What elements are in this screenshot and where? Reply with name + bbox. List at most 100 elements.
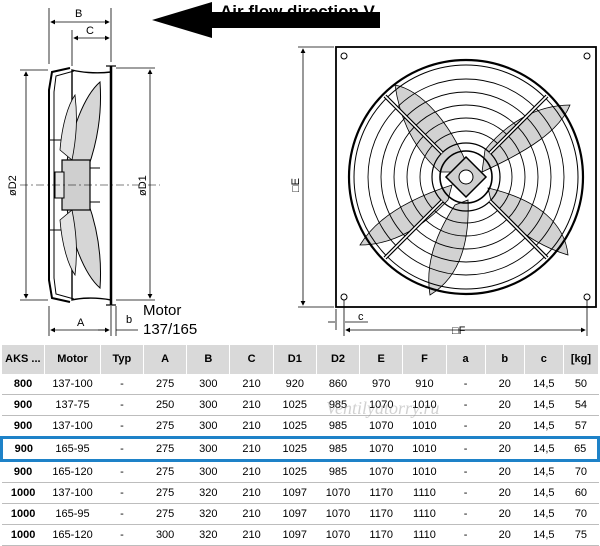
table-cell: 1097: [273, 503, 317, 525]
table-cell: 210: [229, 394, 274, 416]
column-header: B: [186, 345, 231, 374]
table-cell: 1070: [359, 394, 403, 416]
air-flow-arrow: [152, 2, 380, 38]
dimension-label-B: B: [75, 8, 82, 20]
table-cell: 20: [485, 394, 525, 416]
column-header: a: [446, 345, 486, 374]
table-cell: 137-100: [44, 415, 101, 438]
table-cell: 300: [186, 415, 230, 438]
column-header: C: [229, 345, 274, 374]
table-cell: 275: [143, 482, 187, 504]
column-header: Motor: [44, 345, 101, 374]
table-cell: 1070: [359, 415, 403, 438]
dimension-label-D1: øD1: [137, 175, 149, 196]
table-cell: 900: [1, 394, 45, 416]
table-cell: 275: [143, 503, 187, 525]
table-cell: 275: [143, 415, 187, 438]
column-header: b: [485, 345, 525, 374]
column-header: c: [524, 345, 564, 374]
table-cell: 20: [485, 460, 525, 483]
table-cell: 1170: [359, 482, 403, 504]
table-cell: 1025: [273, 460, 317, 483]
table-cell: 20: [485, 415, 525, 438]
table-cell: 1000: [1, 524, 45, 546]
table-cell: 14,5: [524, 482, 564, 504]
table-cell: 14,5: [524, 374, 564, 395]
table-cell: 210: [229, 460, 274, 483]
dimension-label-C: C: [86, 25, 94, 37]
table-cell: 165-120: [44, 460, 101, 483]
table-cell: 320: [186, 524, 230, 546]
table-cell: 920: [273, 374, 317, 395]
table-cell: 210: [229, 482, 274, 504]
table-cell: 1025: [273, 394, 317, 416]
table-cell: 320: [186, 482, 230, 504]
table-cell: 60: [563, 482, 599, 504]
table-cell: 75: [563, 524, 599, 546]
table-cell: 14,5: [524, 524, 564, 546]
table-cell: 985: [316, 394, 360, 416]
column-header: Typ: [100, 345, 145, 374]
table-cell: 275: [143, 436, 187, 462]
table-cell: 1000: [1, 503, 45, 525]
table-cell: 1070: [359, 436, 403, 462]
table-cell: 1110: [402, 524, 447, 546]
table-cell: 900: [1, 460, 45, 483]
table-cell: -: [446, 460, 486, 483]
table-cell: 14,5: [524, 503, 564, 525]
table-cell: -: [100, 415, 144, 438]
table-cell: -: [446, 415, 486, 438]
table-cell: 20: [485, 503, 525, 525]
table-cell: -: [446, 394, 486, 416]
table-cell: 14,5: [524, 415, 564, 438]
table-cell: -: [446, 482, 486, 504]
table-cell: 1000: [1, 482, 45, 504]
table-cell: 1010: [402, 394, 447, 416]
air-flow-label: Air flow direction V: [220, 2, 376, 21]
dimension-label-b: b: [126, 314, 132, 326]
table-cell: 300: [143, 524, 187, 546]
dimension-label-A: A: [77, 317, 85, 329]
table-cell: 1010: [402, 436, 447, 462]
table-cell: 65: [563, 436, 600, 462]
table-cell: 165-95: [44, 503, 101, 525]
table-cell: -: [446, 503, 486, 525]
table-cell: 20: [485, 524, 525, 546]
table-cell: -: [100, 503, 144, 525]
fan-side-view: [20, 65, 160, 306]
table-cell: 1097: [273, 482, 317, 504]
table-cell: 985: [316, 415, 360, 438]
table-cell: 300: [186, 436, 230, 462]
table-cell: 250: [143, 394, 187, 416]
table-cell: 54: [563, 394, 599, 416]
side-dimension-lines: [20, 8, 155, 336]
table-cell: 14,5: [524, 436, 564, 462]
table-cell: 860: [316, 374, 360, 395]
column-header: A: [143, 345, 188, 374]
table-cell: -: [100, 524, 144, 546]
table-cell: -: [446, 436, 486, 462]
table-cell: 1110: [402, 482, 447, 504]
table-cell: 165-120: [44, 524, 101, 546]
table-cell: 300: [186, 394, 230, 416]
table-cell: 1070: [316, 503, 360, 525]
table-cell: 1170: [359, 503, 403, 525]
table-cell: 985: [316, 436, 360, 462]
table-cell: 300: [186, 374, 230, 395]
column-header: [kg]: [563, 345, 600, 374]
table-cell: 1025: [273, 436, 317, 462]
fan-front-view: [335, 46, 597, 308]
table-cell: 14,5: [524, 460, 564, 483]
table-cell: 137-100: [44, 374, 101, 395]
dimension-label-c: c: [358, 311, 364, 323]
table-cell: 210: [229, 524, 274, 546]
table-cell: -: [100, 374, 144, 395]
table-cell: 20: [485, 374, 525, 395]
